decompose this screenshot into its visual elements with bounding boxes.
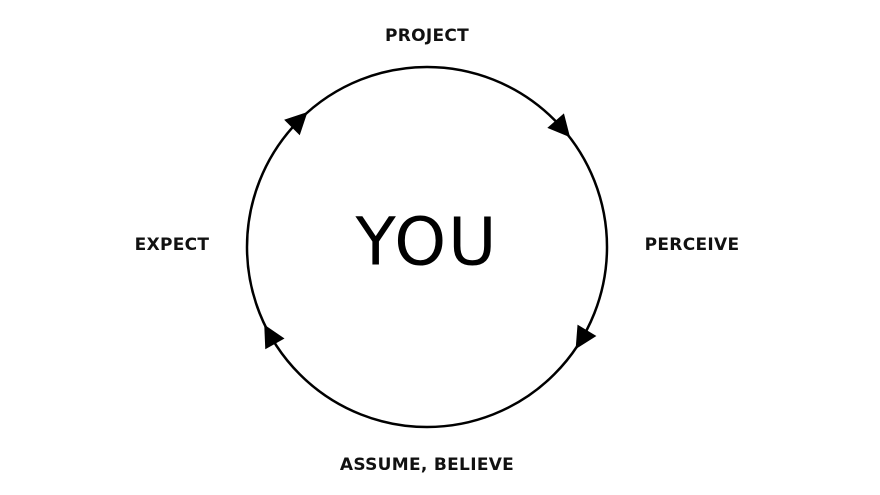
label-project: PROJECT xyxy=(384,26,470,46)
label-assume-believe: ASSUME, BELIEVE xyxy=(339,455,515,475)
arrow-perceive-to-assume-icon xyxy=(575,324,597,350)
arrow-project-to-perceive-icon xyxy=(547,113,571,138)
label-perceive: PERCEIVE xyxy=(644,235,740,255)
arrow-assume-to-expect-icon xyxy=(264,324,285,350)
center-label-you: YOU xyxy=(355,203,499,281)
label-expect: EXPECT xyxy=(134,235,210,255)
cycle-circle xyxy=(245,65,609,429)
